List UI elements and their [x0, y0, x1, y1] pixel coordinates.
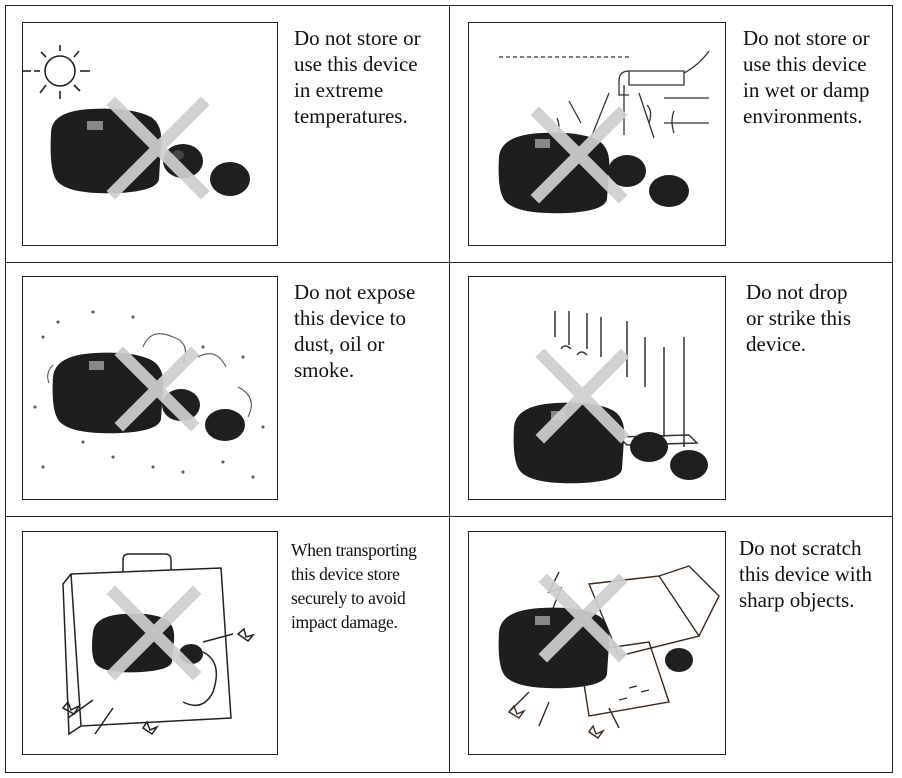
dust-illustration [22, 276, 278, 500]
drop-illustration [468, 276, 726, 500]
grid-divider-vertical [449, 5, 450, 773]
prohibited-cross-icon [530, 106, 628, 204]
dust-smoke-icon [33, 310, 265, 479]
warning-text-sharp-objects: Do not scratch this device with sharp ob… [739, 536, 872, 612]
earbuds-case-image [513, 402, 708, 484]
prohibited-cross-icon [114, 346, 200, 432]
prohibited-cross-icon [106, 96, 210, 200]
prohibited-cross-icon [538, 573, 628, 663]
prohibited-cross-icon [106, 585, 202, 681]
transport-illustration [22, 531, 278, 755]
warning-text-dust: Do not expose this device to dust, oil o… [294, 280, 416, 382]
water-faucet-icon [499, 50, 710, 144]
sharp-objects-illustration [468, 531, 726, 755]
temperature-illustration [22, 22, 278, 246]
wet-illustration [468, 22, 726, 246]
sun-heat-icon [23, 45, 90, 99]
warning-text-temperature: Do not store or use this device in extre… [294, 26, 421, 128]
grid-divider-row2 [5, 516, 893, 517]
warning-text-wet: Do not store or use this device in wet o… [743, 26, 870, 128]
drop-impact-icon [527, 311, 699, 476]
prohibited-cross-icon [535, 348, 630, 444]
suitcase-transport-icon [61, 553, 256, 736]
grid-divider-row1 [5, 262, 893, 263]
warning-text-drop: Do not drop or strike this device. [746, 280, 851, 356]
earbuds-case-image [498, 607, 693, 689]
warning-text-transport: When transporting this device store secu… [291, 540, 417, 632]
